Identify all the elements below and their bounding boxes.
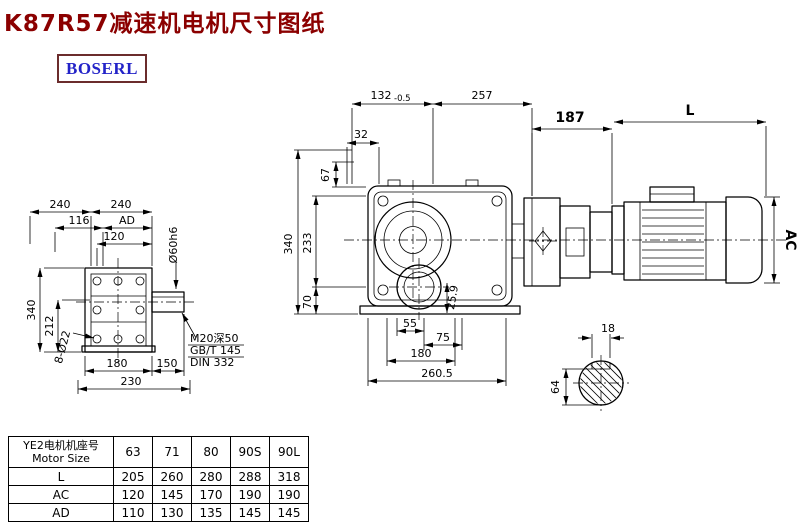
table-row-AD: AD 110 130 135 145 145 bbox=[8, 503, 309, 522]
dim-value-cell: 288 bbox=[230, 467, 270, 486]
dim-120-label: 120 bbox=[104, 230, 125, 243]
dim-32-label: 32 bbox=[354, 128, 368, 141]
dim-67-label: 67 bbox=[319, 168, 332, 182]
dim-row-label: L bbox=[8, 467, 114, 486]
dim-212-label: 212 bbox=[43, 316, 56, 337]
dim-187-label: 187 bbox=[555, 110, 584, 126]
table-corner-header: YE2电机机座号 Motor Size bbox=[8, 436, 114, 468]
dim-64-label: 64 bbox=[549, 380, 562, 394]
dim-value-cell: 120 bbox=[113, 485, 153, 504]
dim-row-label: AC bbox=[8, 485, 114, 504]
size-col-header: 71 bbox=[152, 436, 192, 468]
dim-25-9-label: 25.9 bbox=[444, 284, 461, 310]
dim-260-5-label: 260.5 bbox=[421, 367, 453, 380]
dim-motor-diameter-label: AC bbox=[782, 229, 798, 250]
dim-116-label: 116 bbox=[69, 214, 90, 227]
brand-logo: BOSERL bbox=[57, 54, 147, 83]
note-din-standard: DIN 332 bbox=[190, 356, 234, 369]
header-en: Motor Size bbox=[32, 452, 90, 465]
dim-75-label: 75 bbox=[436, 331, 450, 344]
dim-180-side-label: 180 bbox=[411, 347, 432, 360]
dim-value-cell: 145 bbox=[269, 503, 309, 522]
dim-55-label: 55 bbox=[403, 317, 417, 330]
page-title: K87R57减速机电机尺寸图纸 bbox=[4, 11, 326, 37]
dim-240-left-label: 240 bbox=[50, 198, 71, 211]
dim-132-label: 132 bbox=[371, 89, 392, 102]
size-col-header: 90L bbox=[269, 436, 309, 468]
size-col-header: 63 bbox=[113, 436, 153, 468]
dim-240-right-label: 240 bbox=[111, 198, 132, 211]
dim-value-cell: 190 bbox=[230, 485, 270, 504]
dim-value-cell: 145 bbox=[152, 485, 192, 504]
dim-340-front-label: 340 bbox=[25, 300, 38, 321]
dim-value-cell: 190 bbox=[269, 485, 309, 504]
dim-257-label: 257 bbox=[472, 89, 493, 102]
dim-150-label: 150 bbox=[157, 357, 178, 370]
size-col-header: 80 bbox=[191, 436, 231, 468]
dim-value-cell: 318 bbox=[269, 467, 309, 486]
dim-230-label: 230 bbox=[121, 375, 142, 388]
dim-value-cell: 205 bbox=[113, 467, 153, 486]
note-gbt-standard: GB/T 145 bbox=[190, 344, 241, 357]
note-tapped-hole: M20深50 bbox=[190, 332, 239, 345]
table-row-AC: AC 120 145 170 190 190 bbox=[8, 485, 309, 504]
dim-233-label: 233 bbox=[301, 233, 314, 254]
dim-18-label: 18 bbox=[601, 322, 615, 335]
main-view-drawing: 132 -0.5 257 32 67 340 233 70 25.9 55 75… bbox=[282, 89, 786, 386]
dim-value-cell: 145 bbox=[230, 503, 270, 522]
dim-shaft-diameter-label: Ø60h6 bbox=[167, 227, 180, 264]
dim-value-cell: 260 bbox=[152, 467, 192, 486]
shaft-section-drawing: 18 64 bbox=[549, 322, 629, 411]
dim-180-front-label: 180 bbox=[107, 357, 128, 370]
brand-logo-text: BOSERL bbox=[66, 58, 138, 78]
motor-drawing: 187 L AC bbox=[511, 103, 798, 287]
dim-value-cell: 170 bbox=[191, 485, 231, 504]
header-cn: YE2电机机座号 bbox=[23, 439, 99, 452]
table-row-L: L 205 260 280 288 318 bbox=[8, 467, 309, 486]
dim-340-side-label: 340 bbox=[282, 234, 295, 255]
dim-value-cell: 130 bbox=[152, 503, 192, 522]
dim-70-label: 70 bbox=[301, 295, 314, 309]
motor-size-table: YE2电机机座号 Motor Size 63 71 80 90S 90L L 2… bbox=[8, 436, 309, 522]
dim-132-tolerance-label: -0.5 bbox=[394, 94, 411, 104]
dim-value-cell: 280 bbox=[191, 467, 231, 486]
front-view-drawing: 240 240 116 AD 120 Ø60h6 340 212 180 150… bbox=[25, 198, 244, 394]
table-header-row: YE2电机机座号 Motor Size 63 71 80 90S 90L bbox=[8, 436, 309, 468]
dim-row-label: AD bbox=[8, 503, 114, 522]
dim-value-cell: 135 bbox=[191, 503, 231, 522]
dim-motor-length-label: L bbox=[686, 103, 695, 119]
size-col-header: 90S bbox=[230, 436, 270, 468]
dim-ad-label: AD bbox=[119, 214, 135, 227]
dim-value-cell: 110 bbox=[113, 503, 153, 522]
